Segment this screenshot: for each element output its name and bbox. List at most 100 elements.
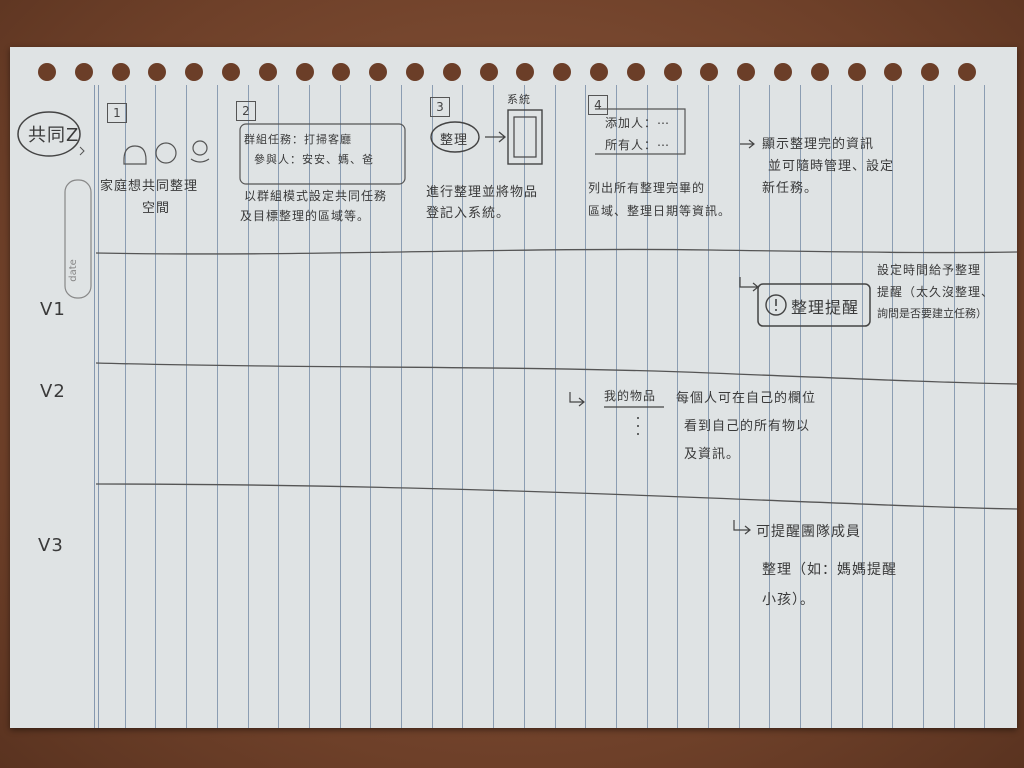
ruled-line [892, 85, 894, 728]
ruled-line [922, 85, 924, 728]
arrow-icon [740, 139, 755, 149]
step1-line1: 家庭想共同整理 [100, 179, 199, 194]
step2-line1: 以群組模式設定共同任務 [244, 189, 388, 203]
reminder-label: 整理提醒 [791, 298, 860, 317]
step3-organize-label: 整理 [440, 133, 469, 148]
punch-hole [921, 63, 940, 81]
hook-arrow-icon [739, 277, 759, 292]
document-icon [507, 109, 543, 165]
step-number-3: 3 [430, 97, 450, 117]
title-bubble-text: 共同Z [28, 125, 80, 146]
date-label: date [67, 259, 79, 282]
side-pill-outline [64, 179, 92, 299]
row-label-v1: V1 [40, 299, 66, 320]
ruled-line [585, 85, 587, 728]
step5-line2: 並可隨時管理、設定 [768, 159, 895, 174]
punch-hole [626, 63, 645, 81]
step2-line2: 及目標整理的區域等。 [240, 209, 371, 223]
ruled-line [800, 85, 802, 728]
ruled-line [94, 85, 99, 728]
organize-bubble [430, 121, 480, 153]
paper-sheet: 共同Z date V1 V2 V3 1 2 3 4 家庭想共同整理 空間 群組任… [10, 47, 1017, 728]
ruled-line [554, 85, 556, 728]
v2-note-line2: 看到自己的所有物以 [684, 419, 811, 434]
punch-hole [369, 63, 388, 81]
ruled-line [370, 85, 372, 728]
ruled-line [984, 85, 986, 728]
ruled-line [738, 85, 740, 728]
punch-hole [590, 63, 608, 81]
v1-note-line2: 提醒（太久沒整理、 [877, 285, 995, 299]
v3-note-line3: 小孩）。 [762, 592, 815, 608]
row-separator-1 [95, 248, 1017, 255]
punch-hole [295, 63, 314, 81]
punch-hole [406, 63, 424, 81]
punch-hole [148, 63, 167, 81]
step3-line2: 登記入系統。 [426, 206, 511, 221]
punch-hole [74, 63, 93, 81]
punch-hole [442, 63, 461, 81]
ruled-line [830, 85, 832, 728]
step2-box-line2: 參與人：安安、媽、爸 [254, 153, 374, 166]
ruled-line [124, 85, 126, 728]
row-separator-2 [95, 362, 1017, 385]
owner-box [595, 108, 686, 155]
step4-box-line1: 添加人：⋯ [605, 116, 671, 130]
ruled-line [339, 85, 341, 728]
ruled-line [493, 85, 495, 728]
punch-hole [810, 63, 829, 81]
step-number-4: 4 [588, 95, 608, 115]
punch-hole [847, 63, 866, 81]
ruled-line [401, 85, 402, 728]
punch-hole [553, 63, 572, 81]
step4-box-line2: 所有人：⋯ [605, 138, 671, 152]
punch-hole [700, 63, 719, 81]
step5-line1: 顯示整理完的資訊 [762, 137, 875, 152]
ruled-line [186, 85, 188, 728]
punch-hole [737, 63, 756, 81]
ruled-line [861, 85, 863, 728]
ruled-line [431, 85, 433, 728]
reminder-box [757, 283, 871, 327]
v2-note-line1: 每個人可在自己的欄位 [676, 391, 817, 406]
v3-note-line1: 可提醒團隊成員 [756, 524, 861, 540]
punch-hole [38, 63, 56, 81]
punch-hole [222, 63, 240, 81]
v2-note-line3: 及資訊。 [684, 447, 741, 462]
punch-hole [958, 63, 976, 81]
step4-line1: 列出所有整理完畢的 [588, 181, 706, 195]
hook-arrow-icon [733, 520, 751, 535]
punch-hole [479, 63, 498, 81]
punch-hole [774, 63, 792, 81]
punch-hole [884, 63, 903, 81]
ruled-line [278, 85, 280, 728]
punch-hole [258, 63, 277, 81]
ruled-line [523, 85, 525, 728]
ruled-line [769, 85, 771, 728]
ruled-line [677, 85, 679, 728]
row-separator-3 [95, 483, 1017, 510]
punch-hole [185, 63, 204, 81]
ruled-line [462, 85, 464, 728]
step5-line3: 新任務。 [762, 181, 819, 196]
punch-hole [663, 63, 682, 81]
alert-icon [765, 294, 787, 316]
ruled-line [953, 85, 955, 728]
ruled-line [216, 85, 218, 728]
title-bubble-outline [17, 111, 81, 157]
ruled-line [247, 85, 249, 728]
step1-line2: 空間 [142, 201, 171, 216]
family-faces-icon [123, 140, 210, 165]
step3-line1: 進行整理並將物品 [426, 185, 539, 200]
row-label-v3: V3 [38, 535, 64, 556]
ruled-line [308, 85, 310, 728]
ruled-line [155, 85, 157, 728]
step4-line2: 區域、整理日期等資訊。 [588, 204, 732, 218]
row-label-v2: V2 [40, 381, 66, 402]
punch-hole [516, 63, 535, 81]
v3-note-line2: 整理（如：媽媽提醒 [762, 562, 897, 578]
step3-system-label: 系統 [507, 93, 531, 106]
hook-arrow-icon [569, 392, 585, 407]
ink-strokes [17, 108, 1017, 535]
